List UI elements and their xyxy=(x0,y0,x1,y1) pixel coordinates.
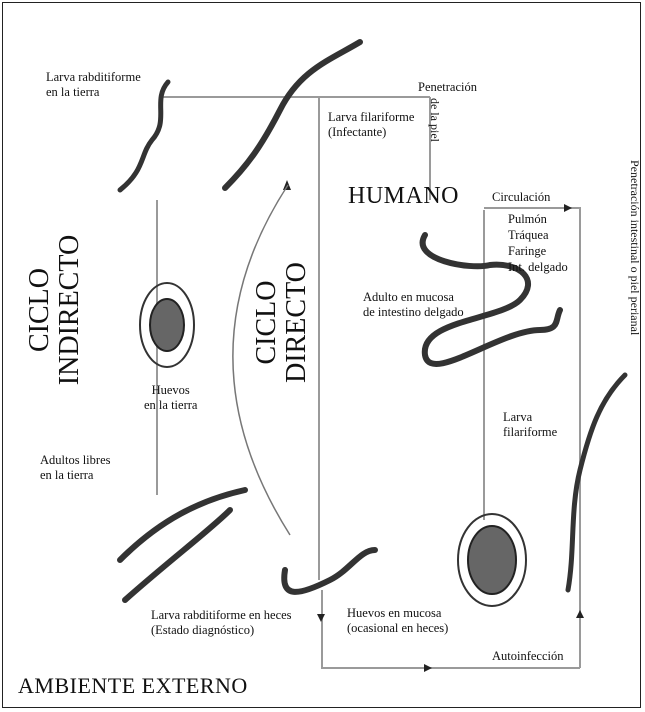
label-autoinfeccion: Autoinfección xyxy=(492,649,564,664)
label-humano: HUMANO xyxy=(348,183,459,210)
label-huevos-mucosa: Huevos en mucosa(ocasional en heces) xyxy=(347,606,448,636)
label-huevos-tierra: Huevosen la tierra xyxy=(144,383,197,413)
arrow-mark xyxy=(283,180,291,190)
label-adulto-mucosa: Adulto en mucosade intestino delgado xyxy=(363,290,464,320)
arrow-mark xyxy=(576,610,584,618)
label-pulmon: Pulmón xyxy=(508,212,547,227)
label-circulacion: Circulación xyxy=(492,190,550,205)
arrow-mark xyxy=(564,204,572,212)
label-larva-rabditiforme-tierra: Larva rabditiformeen la tierra xyxy=(46,70,141,100)
label-larva-filariforme: Larvafilariforme xyxy=(503,410,557,440)
adult-worm-bottom-left-2 xyxy=(125,510,230,600)
label-larva-filariforme-infectante: Larva filariforme(Infectante) xyxy=(328,110,414,140)
egg-soil xyxy=(140,283,194,367)
label-traquea: Tráquea xyxy=(508,228,549,243)
label-larva-heces: Larva rabditiforme en heces(Estado diagn… xyxy=(151,608,292,638)
label-ciclo-directo: CICLODIRECTO xyxy=(252,255,312,390)
label-de-la-piel: de la piel xyxy=(427,98,442,142)
label-penetracion: Penetración xyxy=(418,80,477,95)
label-int-delgado: Int. delgado xyxy=(508,260,568,275)
label-penetracion-intestinal: Penetración intestinal o piel perianal xyxy=(627,160,642,335)
label-ambiente-externo: AMBIENTE EXTERNO xyxy=(18,673,248,699)
label-adultos-libres: Adultos libresen la tierra xyxy=(40,453,110,483)
larva-worm-right xyxy=(568,375,625,590)
arrow-mark xyxy=(317,614,325,622)
label-ciclo-indirecto: CICLOINDIRECTO xyxy=(25,225,85,395)
label-faringe: Faringe xyxy=(508,244,546,259)
larva-worm-bottom-center xyxy=(284,550,375,592)
egg-mucosa xyxy=(458,514,526,606)
arrow-mark xyxy=(424,664,432,672)
